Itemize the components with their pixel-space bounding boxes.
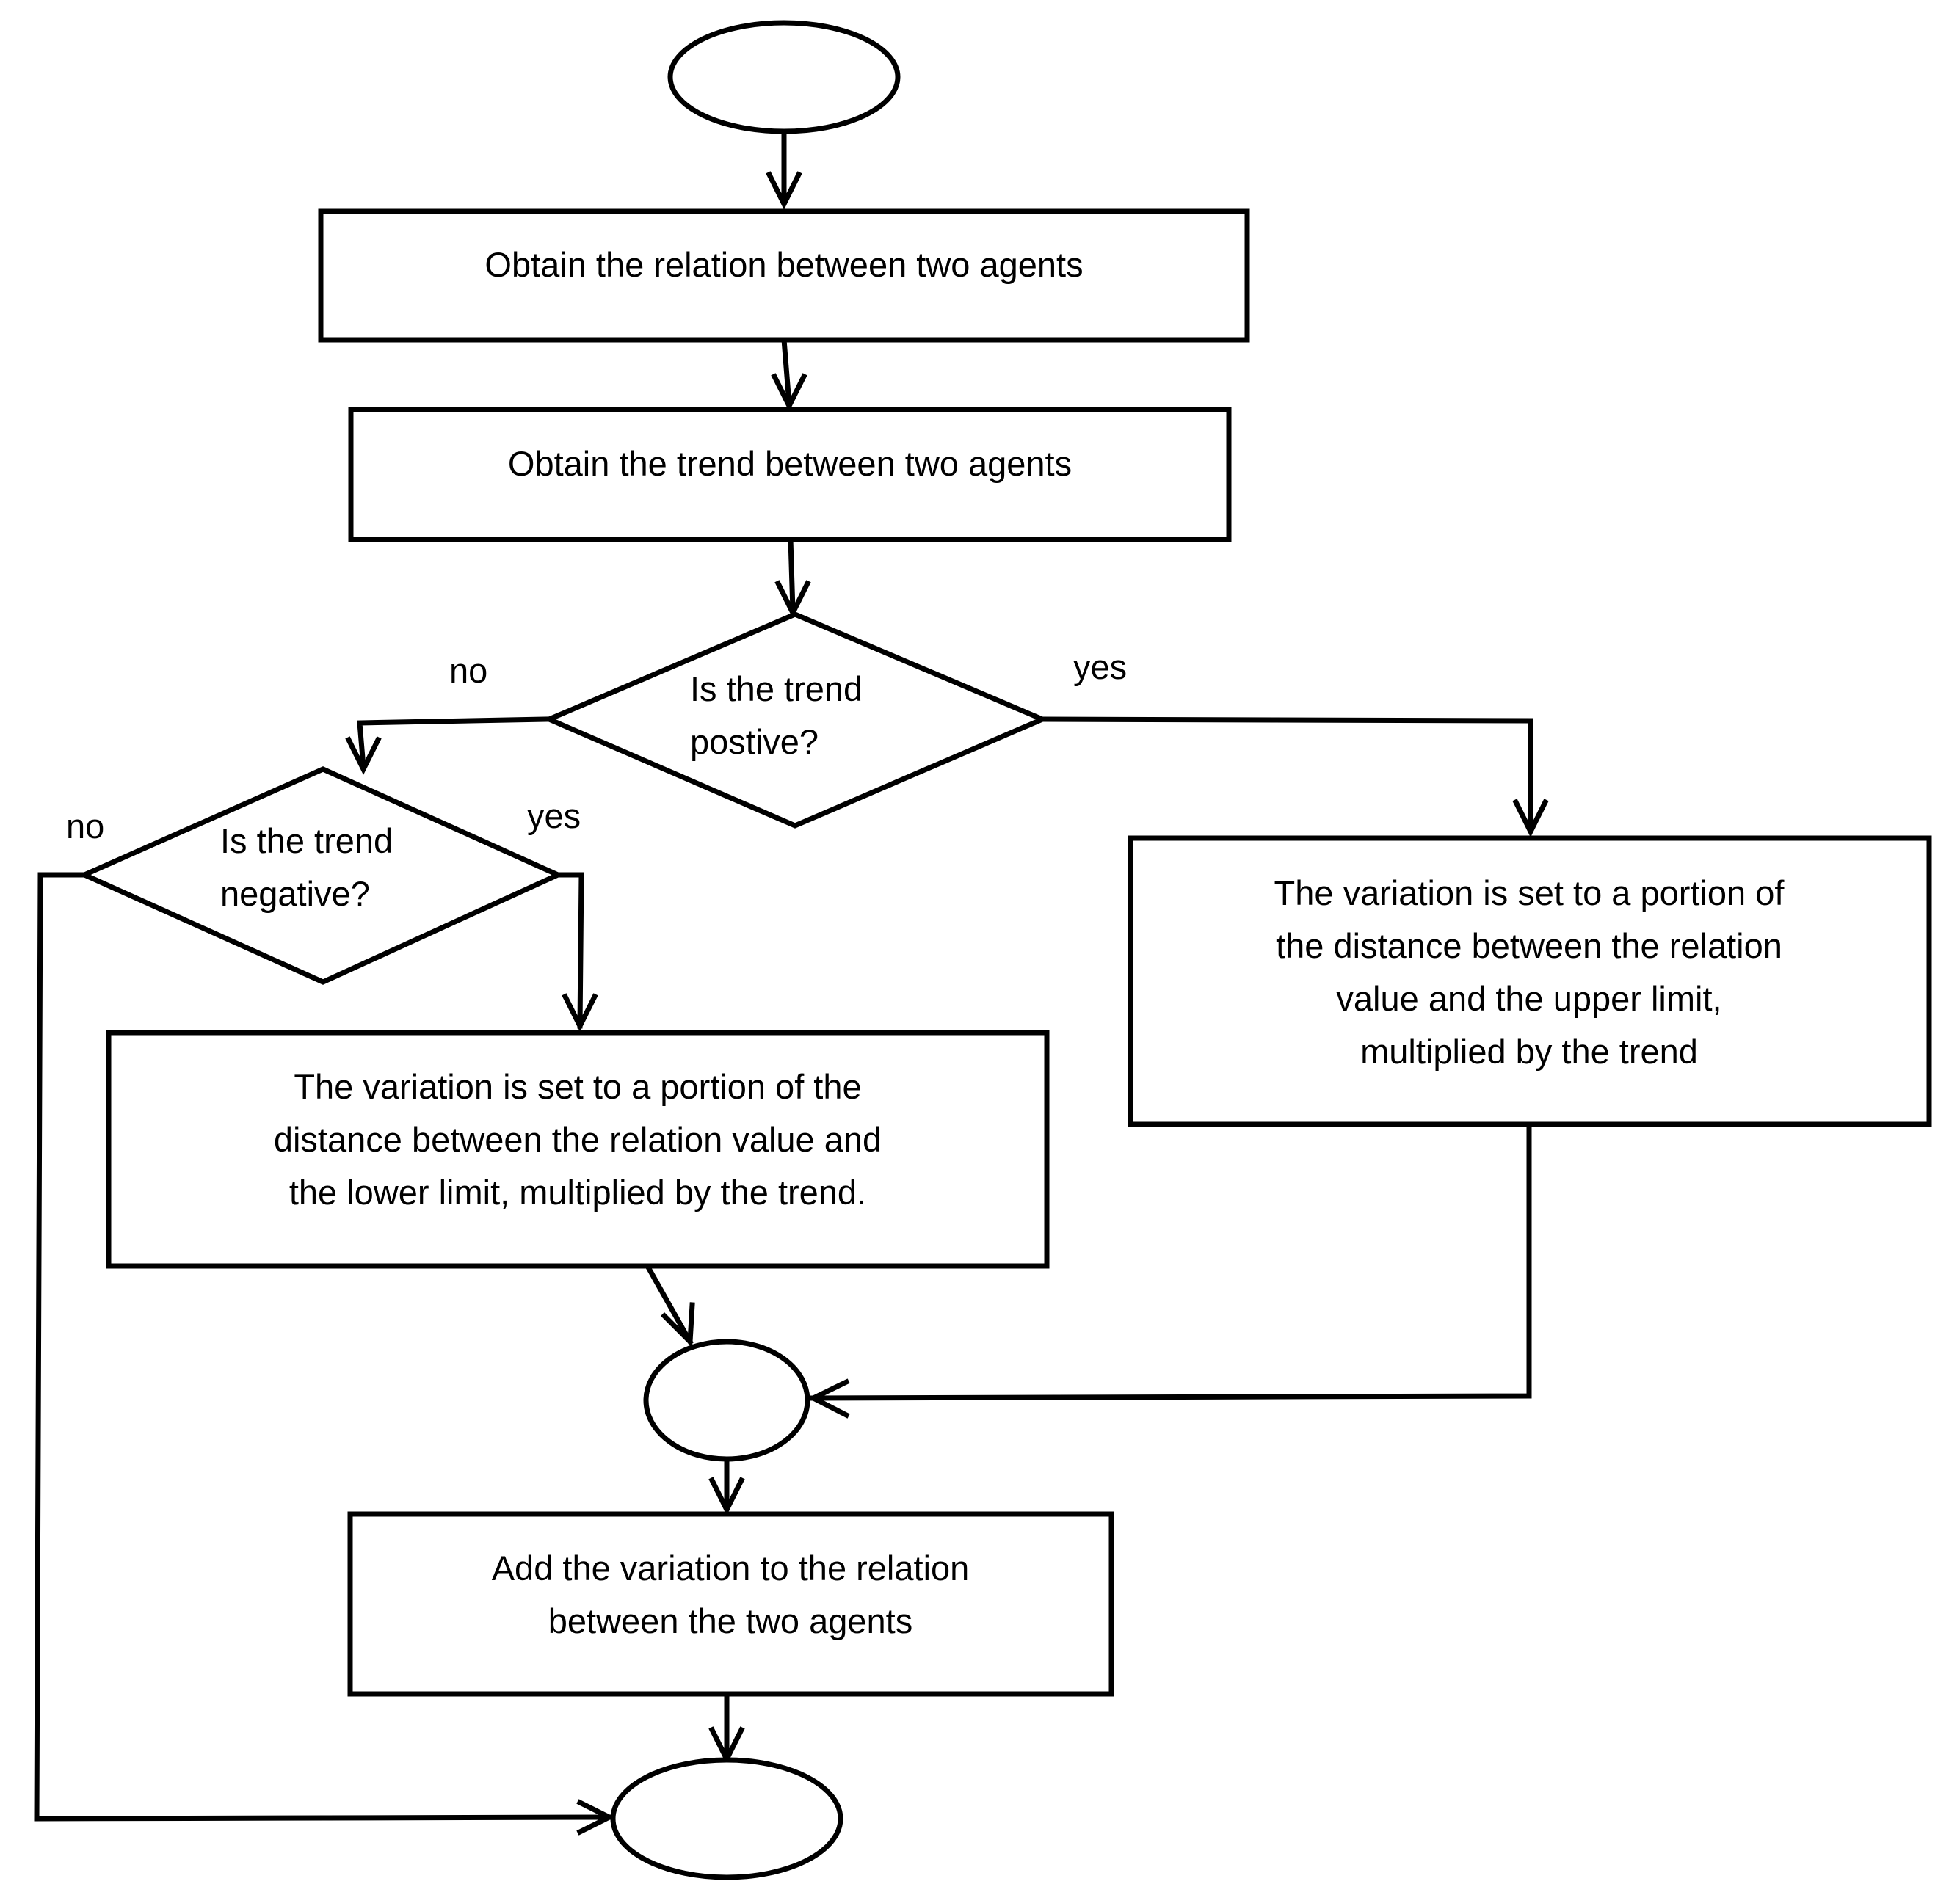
text-line: the lower limit, multiplied by the trend… <box>289 1173 866 1212</box>
arrowhead-merge-lower <box>661 1302 695 1347</box>
is-negative-decision <box>78 766 565 985</box>
upper-variation-box <box>1128 835 1932 1127</box>
text-line: Is the trend <box>690 669 863 708</box>
text-line: Is the trend <box>220 821 393 860</box>
edge-label-negative-yes: yes <box>527 796 581 835</box>
add-variation-box <box>347 1511 1114 1697</box>
connectors <box>34 131 1549 1836</box>
text-line: postive? <box>690 722 819 761</box>
arrowhead-trend <box>771 373 807 412</box>
upper-variation-text: The variation is set to a portion of the … <box>1274 873 1785 1071</box>
text-line: multiplied by the trend <box>1360 1032 1698 1071</box>
text-line: between the two agents <box>548 1601 912 1640</box>
add-variation-text: Add the variation to the relation between… <box>492 1549 970 1640</box>
connector-lower-to-merge <box>644 1262 694 1345</box>
connector-negative-yes <box>555 872 584 1029</box>
is-negative-text: Is the trend negative? <box>220 821 393 913</box>
obtain-relation-box <box>318 208 1250 343</box>
obtain-trend-box <box>348 407 1232 542</box>
connector-positive-yes <box>1039 716 1533 832</box>
lower-variation-text: The variation is set to a portion of the… <box>274 1067 882 1212</box>
arrowhead-negative <box>345 736 382 775</box>
edge-label-positive-no: no <box>449 651 487 690</box>
arrowhead-relation <box>766 171 802 210</box>
text-line: Obtain the relation between two agents <box>484 245 1083 284</box>
arrowhead-merge-right <box>807 1378 850 1419</box>
arrowhead-lower-variation <box>562 993 598 1032</box>
arrowhead-add <box>708 1477 745 1516</box>
arrowhead-end-left <box>576 1799 615 1836</box>
edge-label-negative-no: no <box>66 807 104 845</box>
text-line: Add the variation to the relation <box>492 1549 970 1587</box>
is-positive-text: Is the trend postive? <box>690 669 863 761</box>
edge-label-positive-yes: yes <box>1073 647 1127 686</box>
connector-trend-to-positive <box>788 537 796 614</box>
text-line: negative? <box>220 874 370 913</box>
text-line: the distance between the relation <box>1276 926 1782 965</box>
connector-negative-no <box>34 872 612 1822</box>
merge-connector <box>643 1339 810 1462</box>
end-terminator <box>610 1757 843 1880</box>
arrowhead-upper-variation <box>1512 799 1549 837</box>
connector-relation-to-trend <box>781 337 792 407</box>
text-line: Obtain the trend between two agents <box>508 444 1072 483</box>
is-positive-decision <box>542 611 1049 829</box>
connector-positive-no <box>357 716 550 770</box>
obtain-relation-text: Obtain the relation between two agents <box>484 245 1083 284</box>
text-line: distance between the relation value and <box>274 1120 882 1159</box>
obtain-trend-text: Obtain the trend between two agents <box>508 444 1072 483</box>
text-line: The variation is set to a portion of <box>1274 873 1785 912</box>
text-line: The variation is set to a portion of the <box>294 1067 861 1106</box>
text-line: value and the upper limit, <box>1336 979 1721 1018</box>
start-terminator <box>667 20 901 134</box>
connector-upper-to-merge <box>808 1121 1532 1401</box>
lower-variation-box <box>106 1030 1050 1269</box>
